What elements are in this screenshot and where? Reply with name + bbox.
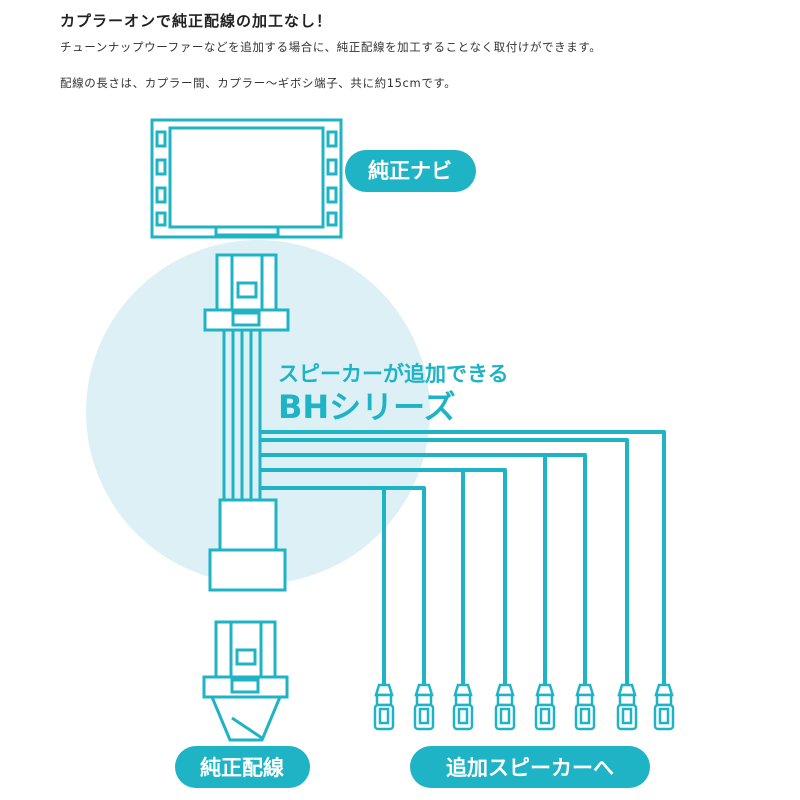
- gibosi-terminal-icon: [616, 683, 638, 731]
- main-wire-bundle: [222, 330, 262, 502]
- oem-wiring-label: 純正配線: [175, 746, 310, 788]
- description-line-2: 配線の長さは、カプラー間、カプラー〜ギボシ端子、共に約15cmです。: [60, 76, 457, 90]
- product-tagline: スピーカーが追加できる: [278, 362, 509, 386]
- gibosi-terminal-icon: [574, 683, 596, 731]
- navi-label-text: 純正ナビ: [368, 159, 452, 183]
- top-connector-icon: [203, 253, 290, 332]
- page-heading: カプラーオンで純正配線の加工なし！: [60, 12, 333, 30]
- navi-label: 純正ナビ: [345, 150, 476, 192]
- gibosi-terminal-icon: [653, 683, 675, 731]
- gibosi-terminals: [373, 683, 675, 731]
- product-name: BHシリーズ: [278, 388, 456, 426]
- gibosi-terminal-icon: [494, 683, 516, 731]
- add-speaker-label-text: 追加スピーカーへ: [446, 756, 614, 780]
- gibosi-terminal-icon: [452, 683, 474, 731]
- gibosi-terminal-icon: [373, 683, 395, 731]
- speaker-branch-wires: [260, 430, 666, 685]
- oem-connector-icon: [202, 620, 289, 742]
- add-speaker-label: 追加スピーカーへ: [410, 746, 650, 788]
- middle-connector-icon: [208, 498, 287, 592]
- gibosi-terminal-icon: [413, 683, 435, 731]
- navi-monitor-icon: [150, 118, 343, 239]
- gibosi-terminal-icon: [534, 683, 556, 731]
- description-line-1: チューンナップウーファーなどを追加する場合に、純正配線を加工することなく取付けが…: [60, 40, 602, 54]
- background-circle: [86, 240, 430, 584]
- oem-wiring-label-text: 純正配線: [200, 756, 284, 780]
